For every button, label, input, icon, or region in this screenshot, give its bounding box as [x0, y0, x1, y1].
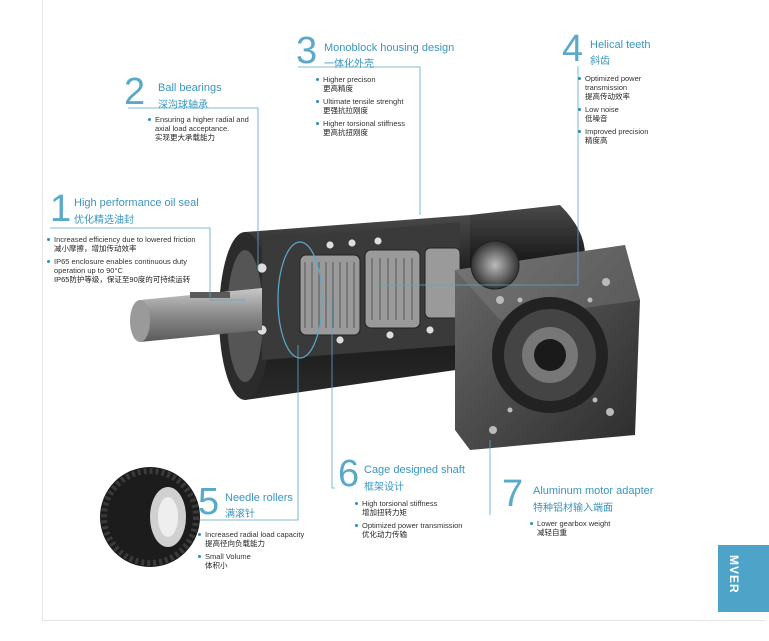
callout-number: 7	[502, 473, 524, 515]
callout-number: 2	[124, 71, 146, 113]
callout-title-cn: 一体化外壳	[324, 59, 374, 70]
bullet-en: Optimized power transmission	[362, 521, 463, 530]
bullet-item: Ensuring a higher radial and axial load …	[148, 115, 263, 142]
bullet-en: Ensuring a higher radial and axial load …	[155, 115, 249, 133]
callout-title-cn: 斜齿	[590, 56, 610, 67]
bullet-cn: IP65防护等级，保证至90度的可持续运转	[54, 275, 191, 284]
needle-roller-gear	[100, 467, 200, 567]
callout-title: Monoblock housing design	[324, 42, 455, 54]
bullet-cn: 更高精度	[323, 84, 353, 93]
callout-number: 5	[198, 481, 220, 523]
callout-title-cn: 优化精选油封	[74, 215, 134, 226]
bullet-cn: 减小摩擦，增加传动效率	[54, 244, 137, 253]
bullet-cn: 精度高	[585, 136, 608, 145]
bullet-cn: 体积小	[205, 561, 228, 570]
callout-title: Ball bearings	[158, 82, 222, 94]
angle-housing	[455, 205, 640, 450]
bullet-en: Improved precision	[585, 127, 649, 136]
bullet-item: Increased efficiency due to lowered fric…	[47, 235, 217, 253]
side-tab: MVER	[718, 545, 769, 612]
bullet-cn: 提高径向负载能力	[205, 539, 265, 548]
bullet-cn: 实现更大承载能力	[155, 133, 215, 142]
callout-number: 1	[50, 188, 72, 230]
bullet-en: Lower gearbox weight	[537, 519, 611, 528]
callout-bullets: Increased efficiency due to lowered fric…	[47, 235, 217, 288]
bullet-cn: 优化动力传输	[362, 530, 407, 539]
callout-title: High performance oil seal	[74, 197, 199, 209]
callout-number: 6	[338, 453, 360, 495]
bullet-en: Low noise	[585, 105, 619, 114]
bullet-cn: 提高传动效率	[585, 92, 630, 101]
callout-title: Aluminum motor adapter	[533, 485, 654, 497]
bullet-cn: 低噪音	[585, 114, 608, 123]
bullet-cn: 更高抗扭刚度	[323, 128, 368, 137]
bullet-en: High torsional stiffness	[362, 499, 438, 508]
callout-title: Cage designed shaft	[364, 464, 465, 476]
bullet-en: Higher torsional stiffness	[323, 119, 405, 128]
bullet-en: Optimized power transmission	[585, 74, 642, 92]
bullet-cn: 增加扭转力矩	[362, 508, 407, 517]
callout-title: Needle rollers	[225, 492, 293, 504]
callout-number: 3	[296, 30, 318, 72]
bullet-en: Small Volume	[205, 552, 251, 561]
leader-lines	[50, 66, 579, 521]
side-tab-label: MVER	[727, 555, 741, 594]
callout-title-cn: 满滚针	[225, 509, 255, 520]
callout-title-cn: 深沟球轴承	[158, 100, 208, 111]
bullet-cn: 减轻自重	[537, 528, 567, 537]
gearbox-body	[219, 215, 470, 400]
page-frame	[42, 0, 765, 621]
bullet-en: Increased efficiency due to lowered fric…	[54, 235, 196, 244]
bullet-item: IP65 enclosure enables continuous duty o…	[47, 257, 217, 284]
bullet-en: Increased radial load capacity	[205, 530, 305, 539]
callout-title-cn: 框架设计	[364, 482, 404, 493]
bullet-en: IP65 enclosure enables continuous duty o…	[54, 257, 188, 275]
bullet-cn: 更强抗拉刚度	[323, 106, 368, 115]
callout-number: 4	[562, 28, 584, 70]
callout-title-cn: 特种铝材输入端面	[533, 503, 613, 514]
bullet-en: Higher precison	[323, 75, 376, 84]
bullet-en: Ultimate tensile strenght	[323, 97, 404, 106]
callout-bullets: Ensuring a higher radial and axial load …	[148, 115, 263, 146]
callout-title: Helical teeth	[590, 39, 651, 51]
